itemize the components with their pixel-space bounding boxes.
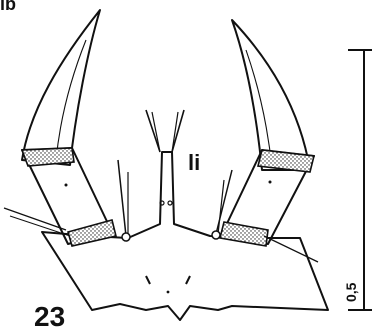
right-palp-joint-lower xyxy=(220,222,268,246)
left-palp-claw xyxy=(22,10,100,165)
ligula-seta-right xyxy=(172,110,184,152)
left-palp-joint-lower xyxy=(68,220,116,246)
ligula-pore-right xyxy=(168,201,172,205)
left-palp-joint-upper xyxy=(22,148,74,166)
right-palp-dot xyxy=(269,181,272,184)
mentum-mark-left xyxy=(146,276,150,284)
scale-label: 0,5 xyxy=(343,282,359,302)
left-palp-claw-inner xyxy=(56,40,86,160)
left-palp-dot xyxy=(65,184,68,187)
left-seta-socket xyxy=(122,233,130,241)
right-palp-claw xyxy=(232,20,310,170)
left-mentum-seta xyxy=(118,160,126,236)
right-seta-socket xyxy=(212,231,220,239)
right-palp-seta xyxy=(264,236,318,262)
right-palp-joint-upper xyxy=(258,150,314,172)
scale-bar xyxy=(348,50,372,310)
left-palp-seta-2 xyxy=(10,216,70,236)
ligula-label: li xyxy=(188,150,200,175)
panel-label: ib xyxy=(0,0,16,14)
mentum-mark-right xyxy=(186,276,190,284)
figure-number: 23 xyxy=(34,301,65,331)
mentum-dot xyxy=(167,291,170,294)
